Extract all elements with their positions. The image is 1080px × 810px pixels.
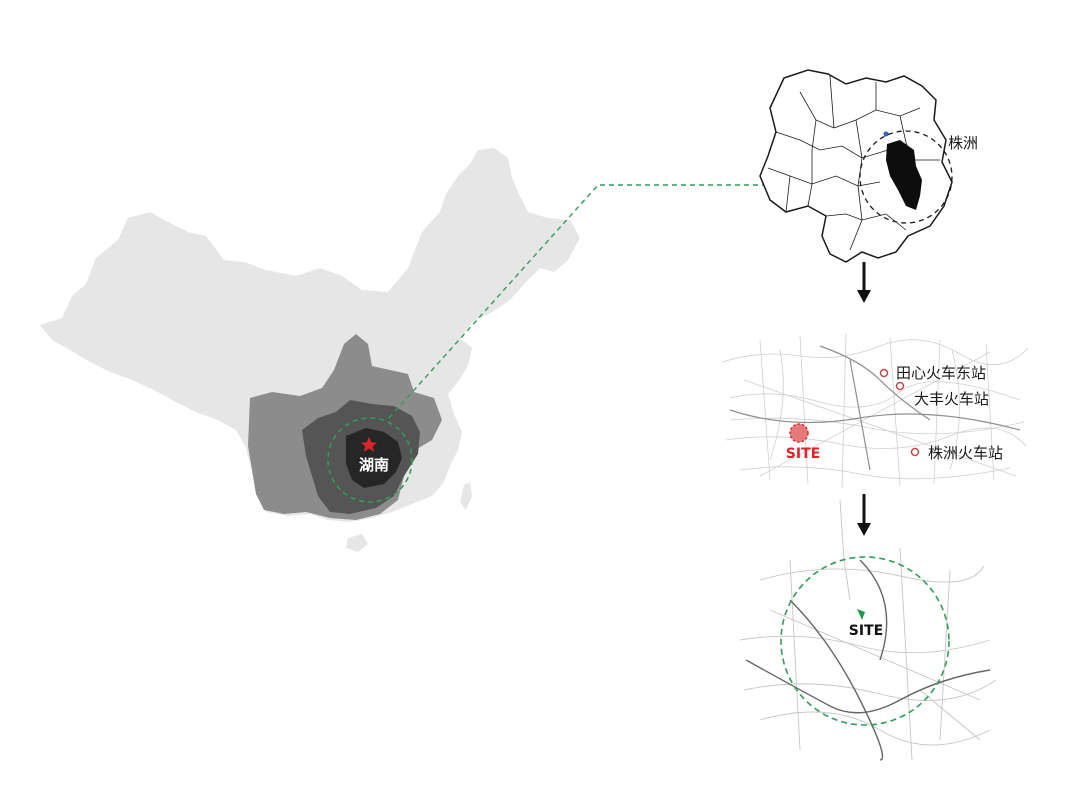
- connector-line: [388, 184, 764, 419]
- china-outline: [40, 148, 580, 522]
- hainan-island: [346, 534, 368, 552]
- zhuzhou-focus-circle: [859, 130, 953, 224]
- station-dafeng: 大丰火车站: [895, 381, 989, 408]
- changsha-dot: [883, 131, 889, 137]
- city-main-roads: [729, 345, 1021, 471]
- hunan-focus-circle: [327, 417, 413, 503]
- site-marker: [857, 609, 865, 620]
- china-map: 湖南: [40, 148, 580, 552]
- city-road-network: [721, 333, 1029, 489]
- hunan-label: 湖南: [359, 456, 389, 474]
- station-zhuzhou: 株洲火车站: [910, 444, 1003, 462]
- zhuzhou-label: 株洲: [948, 134, 978, 152]
- site-map: SITE: [739, 499, 997, 761]
- province-map: 株洲: [759, 69, 978, 263]
- arrow-down-icon: [857, 494, 871, 536]
- site-road-network: [739, 499, 997, 761]
- station-label: 大丰火车站: [914, 390, 989, 408]
- city-site-marker: [789, 423, 809, 443]
- taiwan-island: [460, 482, 472, 510]
- station-label: 田心火车东站: [896, 364, 986, 382]
- station-label: 株洲火车站: [928, 444, 1003, 462]
- station-pin-icon: [895, 381, 905, 391]
- station-pin-icon: [910, 447, 920, 457]
- hunan-core-region: [346, 428, 402, 488]
- city-map: 田心火车东站 大丰火车站 株洲火车站 SITE: [721, 333, 1029, 489]
- city-site-label: SITE: [786, 446, 820, 462]
- site-focus-circle: [780, 556, 950, 726]
- station-pin-icon: [879, 368, 889, 378]
- arrow-down-icon: [857, 262, 871, 303]
- star-icon: [361, 437, 377, 452]
- site-label: SITE: [849, 623, 883, 639]
- site-main-roads: [745, 559, 991, 761]
- station-tianxin: 田心火车东站: [879, 364, 986, 382]
- province-outline: [759, 69, 953, 263]
- zhuzhou-region: [886, 140, 922, 210]
